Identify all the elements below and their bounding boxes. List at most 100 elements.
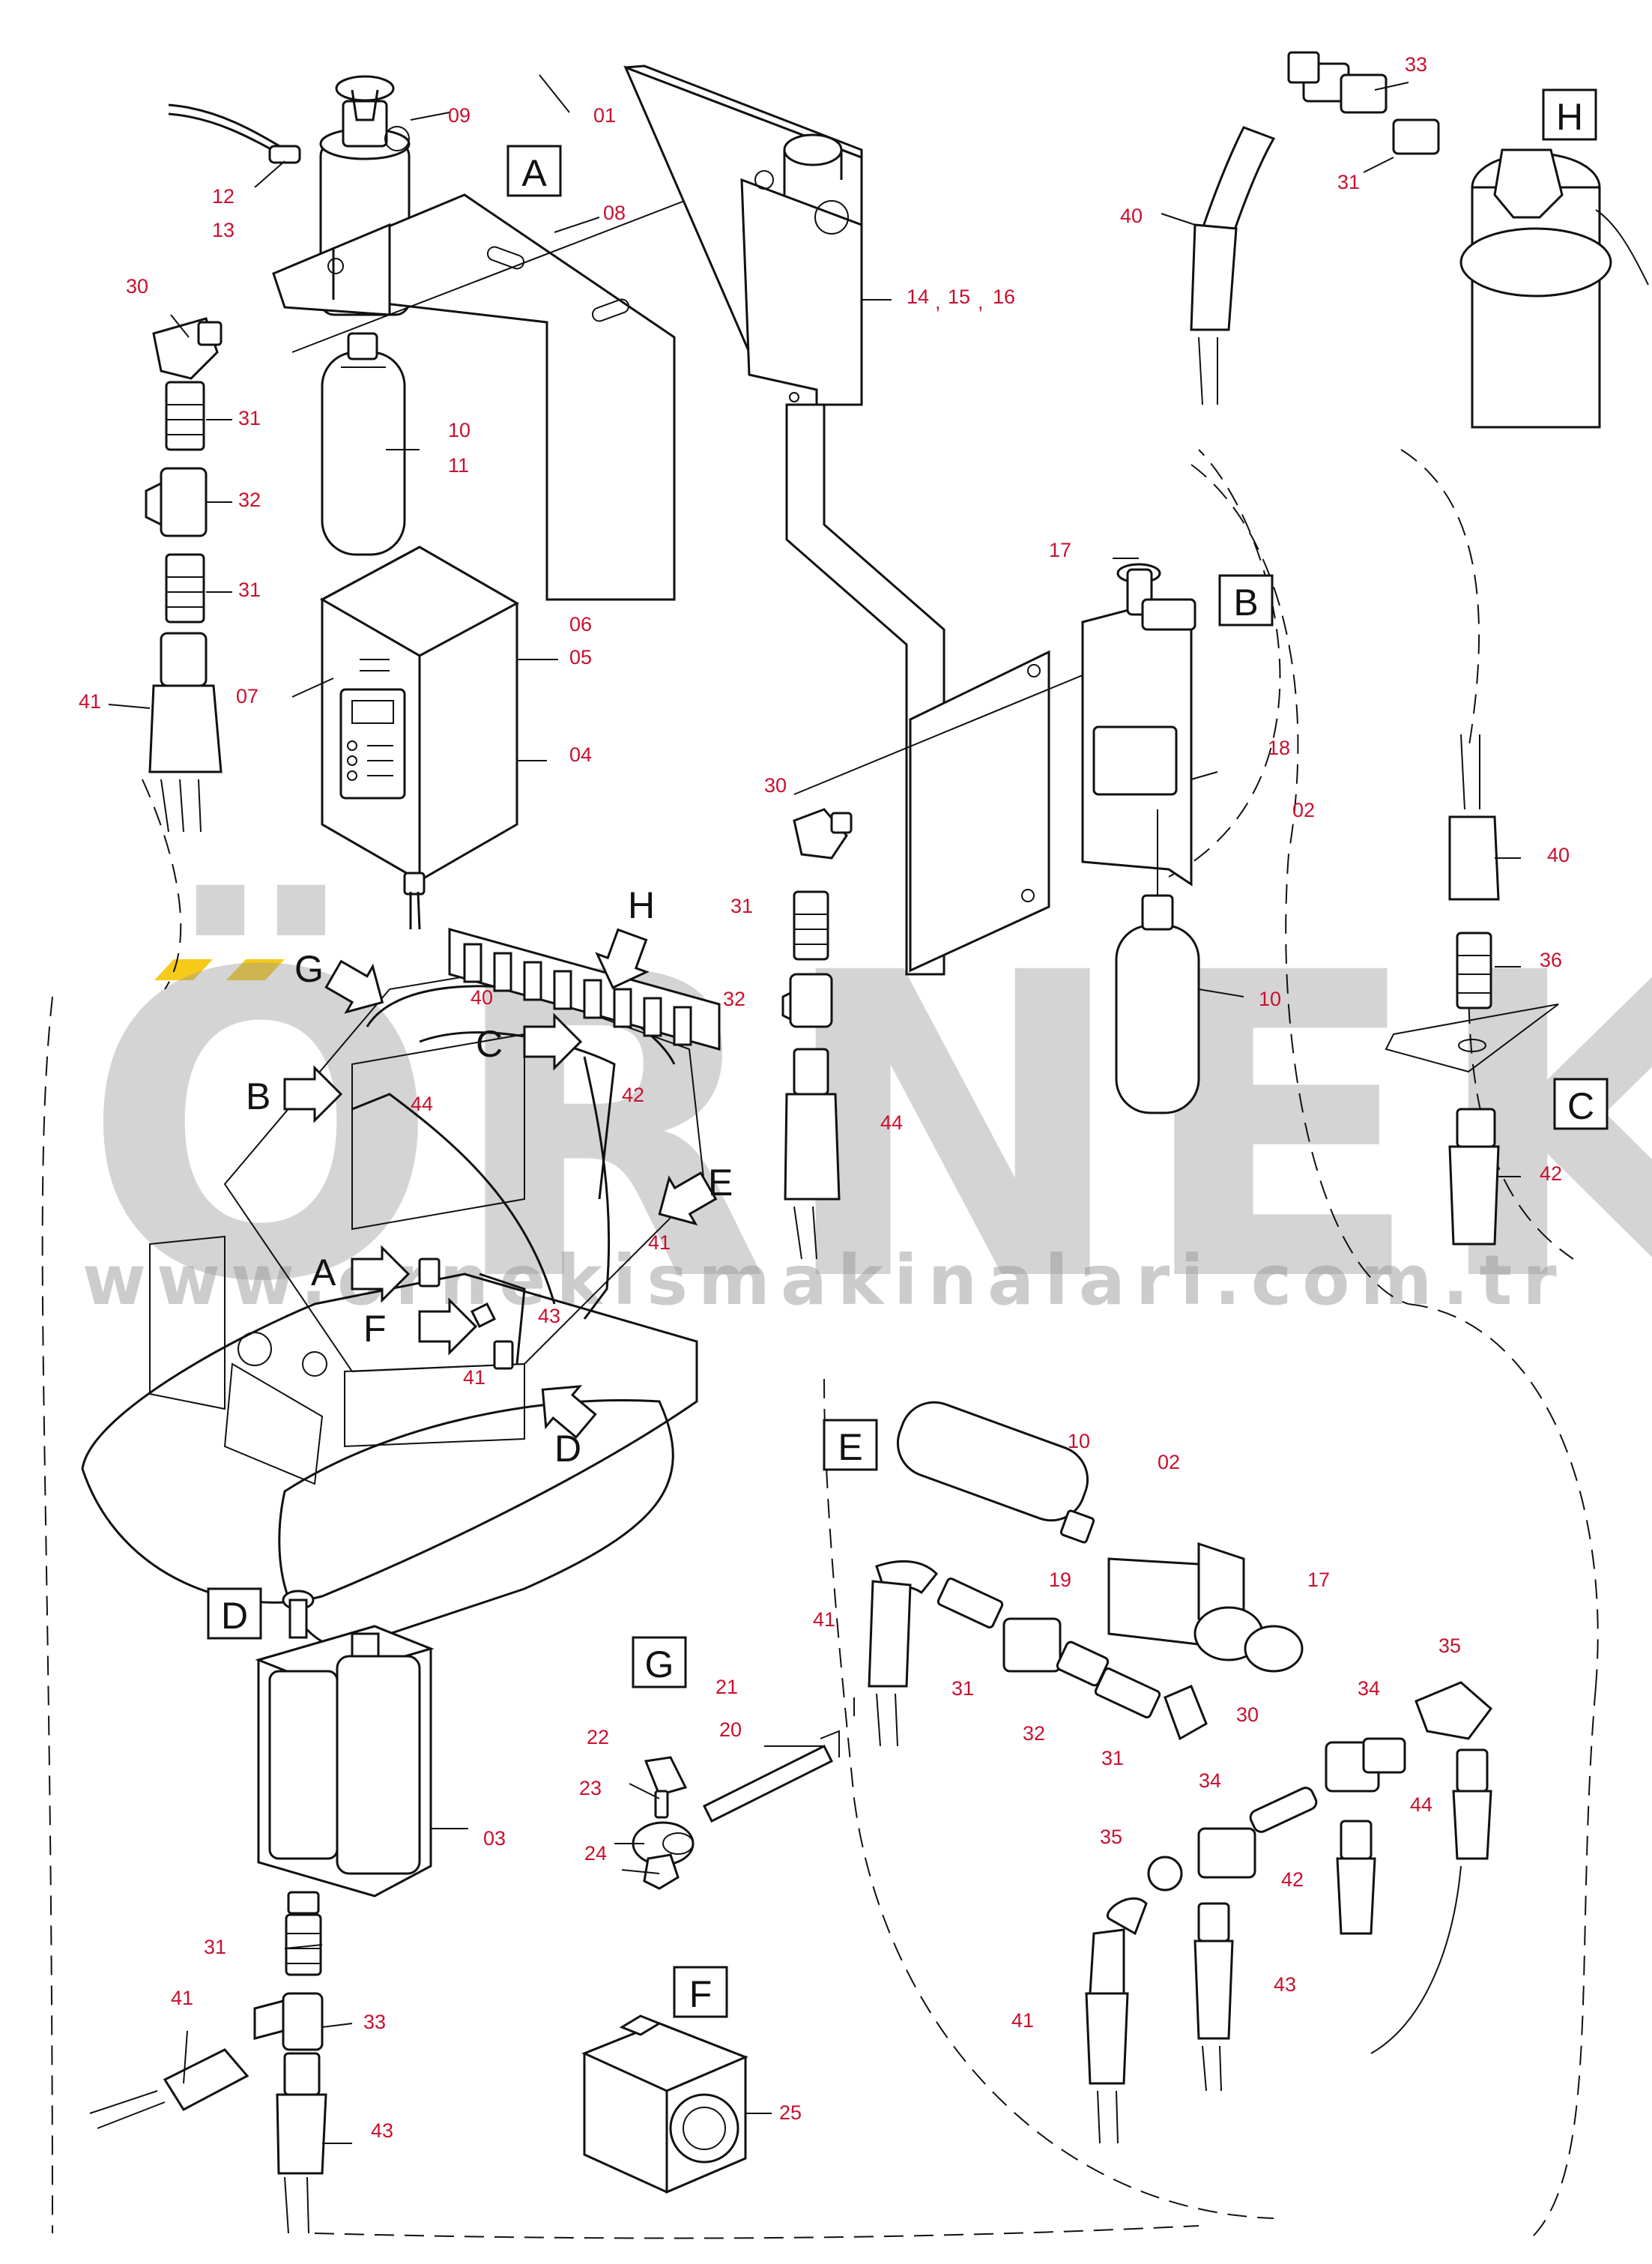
part-number: 31 [1101, 1747, 1124, 1769]
part-number: 10 [1259, 988, 1281, 1010]
part-number: 17 [1307, 1569, 1330, 1591]
watermark-url: www.ornekismakinalari.com.tr [82, 1240, 1567, 1320]
watermark-umlaut-left [154, 959, 213, 980]
hose-41 [148, 684, 223, 773]
part-number: 32 [238, 489, 261, 511]
overview-letter-g: G [294, 948, 324, 990]
part-numbers-detail-g: 21 20 22 23 24 [579, 1676, 742, 1865]
label-box-e [823, 1419, 878, 1471]
part-number: 10 [448, 419, 471, 441]
part-number: 41 [171, 1987, 193, 2009]
part-number: 11 [448, 454, 469, 477]
part-number: 43 [371, 2119, 393, 2142]
part-number: 41 [813, 1608, 835, 1631]
overview-letter-h: H [628, 884, 655, 926]
boundary-lines [41, 449, 1599, 2242]
label-box-a [506, 145, 562, 197]
part-number: 30 [1236, 1703, 1259, 1726]
part-number: 42 [1281, 1868, 1304, 1891]
part-number: 12 [212, 185, 235, 208]
part-numbers-right-mid: 40 36 42 [1540, 844, 1570, 1185]
part-numbers-overview: 40 44 42 41 43 41 [411, 986, 671, 1389]
part-number: 05 [569, 646, 592, 668]
label-box-f [673, 1966, 728, 2018]
part-number: 07 [236, 685, 258, 707]
detail-label-e: E [838, 1426, 862, 1468]
part-number: 09 [448, 104, 471, 127]
connector-12 [268, 145, 301, 164]
part-number: 25 [779, 2101, 802, 2124]
part-number: 19 [1049, 1569, 1071, 1591]
part-number: 31 [951, 1677, 974, 1700]
mounting-bracket-14 [623, 64, 1140, 976]
part-number: 15 [948, 286, 970, 308]
part-number: 40 [1547, 844, 1570, 866]
part-number: 31 [1337, 171, 1360, 193]
part-number: 30 [764, 774, 787, 797]
detail-label-g: G [645, 1643, 674, 1685]
detail-f-parts [581, 2014, 748, 2194]
label-box-d [207, 1587, 262, 1640]
part-number: 43 [1274, 1973, 1296, 1996]
part-number: 32 [723, 988, 745, 1010]
part-numbers-top-left: 09 01 12 13 08 30 31 32 31 10 11 06 05 0… [79, 104, 626, 766]
part-number: 31 [238, 579, 261, 601]
part-number: , [935, 291, 941, 313]
tee-32 [160, 467, 208, 537]
part-number: 35 [1100, 1826, 1122, 1848]
part-number: 23 [579, 1777, 602, 1799]
part-number: 40 [471, 986, 493, 1009]
nipple-31b [165, 553, 205, 624]
part-number: 17 [1049, 539, 1071, 561]
overview-letter-a: A [311, 1252, 336, 1294]
part-number: 20 [719, 1718, 742, 1741]
part-number: 31 [204, 1936, 226, 1958]
part-number: 36 [1540, 949, 1562, 971]
part-number: 33 [1405, 53, 1427, 76]
part-number: 41 [463, 1366, 485, 1389]
part-number: 01 [593, 104, 616, 127]
fittings-b-column [781, 808, 853, 1260]
detail-e-parts [868, 1401, 1493, 2144]
valve-bank [448, 928, 721, 1051]
overview-letters: G H C B E A F D [246, 884, 733, 1470]
detail-d-parts [89, 1590, 435, 2234]
part-numbers-detail-d: 03 31 41 33 43 [171, 1827, 506, 2142]
detail-label-h: H [1556, 96, 1583, 138]
detail-label-d: D [221, 1595, 248, 1637]
part-numbers-detail-f: 25 [779, 2101, 802, 2124]
part-number: 34 [1199, 1769, 1221, 1792]
part-number: 31 [730, 895, 753, 917]
part-number: 04 [569, 743, 592, 766]
detail-label-c: C [1567, 1085, 1594, 1127]
part-number: 41 [79, 690, 101, 713]
detail-c-column [1385, 734, 1559, 1246]
overview-letter-f: F [363, 1308, 387, 1350]
part-number: 43 [538, 1305, 560, 1327]
detail-label-a: A [521, 152, 547, 194]
bottle-10b [1115, 924, 1200, 1114]
part-number: 03 [483, 1827, 506, 1850]
overview-letter-c: C [476, 1023, 503, 1065]
part-number: 08 [603, 202, 626, 224]
detail-label-f: F [689, 1973, 712, 2015]
nitrogen-bottle-10 [321, 351, 406, 556]
part-number: 35 [1438, 1634, 1461, 1657]
detail-labels: A B C D E F G H [207, 88, 1609, 2018]
detail-label-b: B [1233, 582, 1258, 624]
part-number: 44 [411, 1093, 433, 1115]
part-number: 02 [1158, 1451, 1180, 1473]
assembly-b-parts [1081, 563, 1200, 1114]
label-box-g [632, 1636, 687, 1688]
part-number: 34 [1358, 1677, 1380, 1700]
part-numbers-top-right: 33 31 40 [1120, 53, 1427, 227]
part-number: , [978, 291, 984, 313]
part-number: 24 [584, 1842, 607, 1865]
part-number: 44 [880, 1111, 903, 1134]
part-number: 13 [212, 219, 235, 241]
part-number: 16 [993, 286, 1015, 308]
part-number: 18 [1268, 737, 1290, 759]
label-box-h [1542, 88, 1597, 141]
detail-h-parts [1190, 51, 1649, 429]
part-number: 42 [1540, 1162, 1562, 1185]
